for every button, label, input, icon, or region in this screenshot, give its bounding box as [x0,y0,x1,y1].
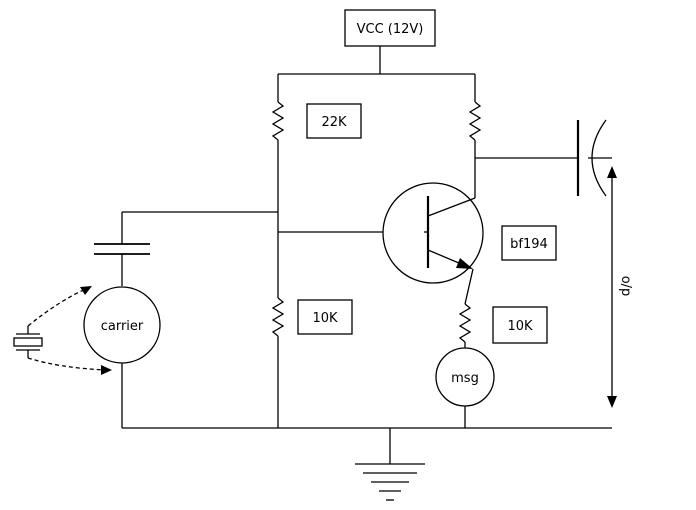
coupling-capacitor [94,243,150,286]
output-arrow: o/p [607,166,633,408]
output-capacitor [475,119,612,197]
collector-resistor [468,101,482,198]
resistor-10k-bias-label: 10K [312,311,338,326]
supply-rail [277,46,476,102]
resistor-10k-bias: 10K [271,297,353,428]
transistor-symbol: bf194 [382,182,557,305]
vcc-label: VCC (12V) [357,22,424,37]
coupling-wire [121,211,278,244]
transistor-label: bf194 [510,237,548,252]
output-label: o/p [618,276,633,297]
ground-rail [122,427,612,464]
resistor-22k-label: 22K [321,115,347,130]
resistor-10k-emitter-label: 10K [507,319,533,334]
resistor-22k: 22K [271,101,362,298]
carrier-source: carrier [83,286,161,428]
crystal-icon [13,286,112,375]
message-label: msg [451,371,479,386]
resistor-10k-emitter: 10K [458,303,548,352]
carrier-label: carrier [101,319,144,334]
vcc-supply: VCC (12V) [344,9,436,47]
message-source: msg [435,347,495,428]
ground-icon [355,463,425,501]
